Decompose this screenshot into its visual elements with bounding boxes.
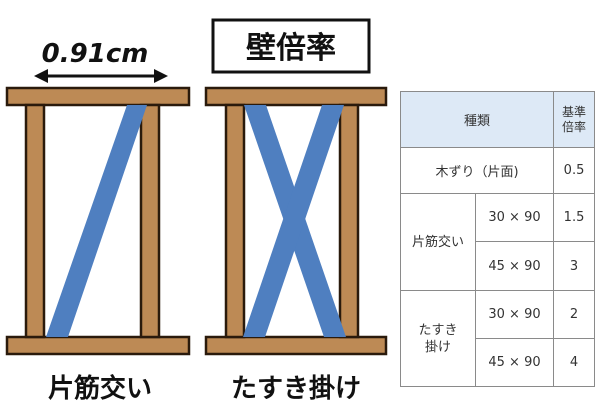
table-row: 片筋交い 30 × 90 1.5 (400, 193, 595, 291)
dimension-arrow (34, 69, 168, 83)
left-frame-bottom-plate (5, 335, 191, 356)
table-row: たすき 掛け 30 × 90 2 (400, 290, 595, 387)
row-group: 片筋交い (400, 193, 476, 291)
row-size: 30 × 90 (474, 290, 555, 339)
wall-ratio-table: 種類 基準 倍率 木ずり（片面) 0.5 片筋交い 30 × 90 1.5 45… (399, 91, 595, 387)
row-rate: 4 (553, 338, 595, 387)
right-frame-left-stud (224, 103, 246, 339)
bracing-diagram: 0.91cm 壁倍率 片筋交い たすき掛け (5, 18, 388, 404)
frame-cross-brace (204, 86, 388, 356)
left-frame-brace (46, 105, 147, 337)
row-rate: 0.5 (553, 147, 595, 194)
row-size: 45 × 90 (474, 338, 555, 387)
right-frame-top-plate (204, 86, 388, 107)
dimension-label: 0.91cm (42, 39, 149, 69)
row-rate: 2 (553, 290, 595, 339)
caption-cross-brace: たすき掛け (231, 374, 361, 404)
right-frame-bottom-plate (204, 335, 388, 356)
table-row: 45 × 90 3 (401, 241, 595, 291)
right-frame-right-stud (338, 103, 360, 339)
header-rate: 基準 倍率 (553, 91, 595, 148)
row-type: 木ずり（片面) (399, 147, 555, 194)
header-type: 種類 (399, 91, 555, 148)
row-size: 45 × 90 (474, 241, 555, 291)
left-frame-top-plate (5, 86, 191, 107)
left-frame-right-stud (139, 103, 161, 339)
frame-single-brace (5, 86, 191, 356)
left-frame-left-stud (24, 103, 46, 339)
table-row: 木ずり（片面) 0.5 (399, 147, 595, 194)
row-group: たすき 掛け (400, 290, 476, 387)
title-box (211, 18, 371, 74)
row-rate: 1.5 (553, 193, 595, 242)
title-text: 壁倍率 (246, 31, 336, 66)
caption-single-brace: 片筋交い (48, 373, 152, 404)
right-frame-brace-b (243, 105, 344, 337)
row-rate: 3 (553, 241, 595, 291)
table-row: 45 × 90 4 (401, 338, 595, 387)
table-header-row: 種類 基準 倍率 (399, 91, 595, 148)
row-size: 30 × 90 (474, 193, 555, 242)
